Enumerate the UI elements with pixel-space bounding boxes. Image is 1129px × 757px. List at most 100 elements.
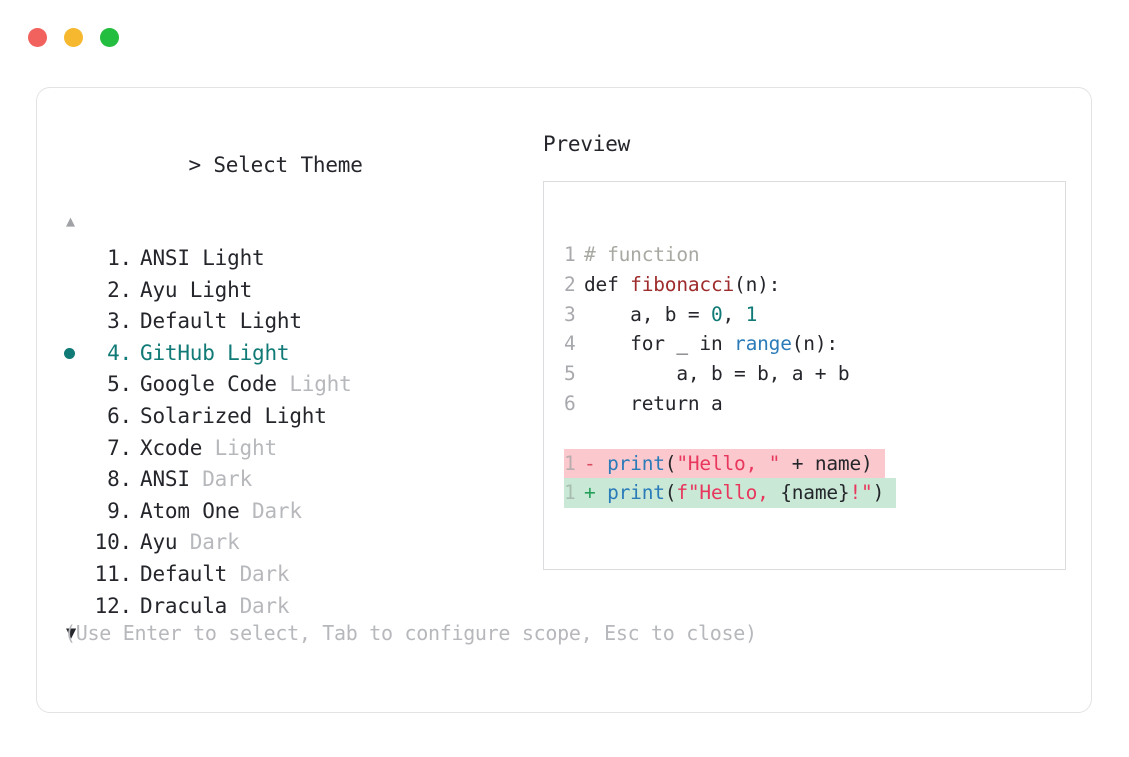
theme-list-item[interactable]: 4.GitHub Light	[64, 338, 534, 370]
line-number: 1	[564, 243, 576, 266]
theme-list-item[interactable]: 9.Atom One Dark	[64, 496, 534, 528]
theme-item-name: ANSI	[140, 246, 190, 270]
code-line: 5 a, b = b, a + b	[564, 359, 1065, 389]
theme-list-item[interactable]: 7. Xcode Light	[64, 433, 534, 465]
theme-item-variant: Dark	[239, 593, 290, 618]
theme-list-item[interactable]: 12.Dracula Dark	[64, 591, 534, 623]
minimize-window-icon[interactable]	[64, 28, 83, 47]
theme-item-name: GitHub	[140, 340, 215, 365]
theme-item-space	[177, 275, 189, 307]
code-token: # function	[584, 243, 700, 266]
theme-item-variant: Light	[214, 435, 277, 460]
code-token: for _ in	[584, 332, 735, 356]
code-line: 1 # function	[564, 240, 1065, 270]
code-token: print	[607, 481, 665, 505]
maximize-window-icon[interactable]	[100, 28, 119, 47]
code-line-text: return a	[584, 389, 723, 419]
code-token: )	[872, 481, 885, 505]
theme-item-space	[252, 401, 264, 433]
window-traffic-lights	[28, 28, 119, 47]
line-number: 5	[564, 362, 576, 386]
code-line-text: a, b = b, a + b	[584, 359, 849, 389]
diff-lines: 1 - print("Hello, " + name) 1 + print(f"Hel…	[564, 448, 1065, 509]
theme-item-index: 5.	[107, 372, 132, 397]
code-token: (n):	[791, 332, 838, 356]
code-token: {name}	[780, 481, 850, 505]
code-line-text: a, b = 0, 1	[584, 300, 757, 330]
selected-bullet-icon	[64, 348, 75, 360]
diff-line-removed: 1 - print("Hello, " + name)	[564, 448, 885, 479]
line-number: 3	[564, 302, 576, 326]
code-token: +	[584, 481, 608, 505]
diff-line-number: 1	[564, 451, 576, 475]
theme-item-variant: Light	[289, 372, 352, 397]
close-window-icon[interactable]	[28, 28, 47, 47]
line-number: 2	[564, 272, 576, 296]
code-token: (	[664, 481, 677, 505]
theme-item-name: Default	[140, 309, 228, 334]
theme-item-index: 7.	[107, 435, 132, 460]
code-line: 3 a, b = 0, 1	[564, 300, 1065, 330]
theme-item-variant: Light	[264, 403, 327, 428]
selection-bullet-slot	[64, 369, 90, 401]
theme-list-item[interactable]: 3.Default Light	[64, 306, 534, 338]
diff-line-added: 1+ print(f"Hello, {name}!")	[564, 478, 897, 509]
theme-list-item[interactable]: 2.Ayu Light	[64, 275, 534, 307]
diff-line-text: - print("Hello, " + name)	[584, 449, 885, 479]
preview-label: Preview	[543, 132, 631, 156]
selection-bullet-slot	[64, 591, 90, 623]
code-line: 6 return a	[564, 389, 1065, 419]
theme-list-item[interactable]: 11.Default Dark	[64, 559, 534, 591]
selection-bullet-slot	[64, 433, 90, 465]
code-line-text: for _ in range(n):	[584, 329, 838, 359]
scroll-up-icon[interactable]: ▲	[66, 212, 76, 230]
theme-list-item[interactable]: 5.Google Code Light	[64, 369, 534, 401]
theme-item-space	[227, 591, 239, 623]
code-line-text: # function	[584, 240, 700, 270]
prompt-header: > Select Theme	[64, 134, 534, 197]
theme-item-variant: Light	[189, 277, 253, 302]
code-token: "Hello, "	[676, 451, 781, 475]
theme-item-index: 4.	[107, 340, 132, 365]
theme-list-item[interactable]: 8.ANSI Dark	[64, 464, 534, 496]
theme-item-name: Xcode	[140, 435, 203, 460]
line-number: 6	[564, 391, 576, 415]
theme-item-name: Ayu	[140, 530, 178, 555]
code-token: range	[734, 332, 792, 356]
prompt-marker: >	[188, 153, 201, 177]
theme-item-variant: Light	[202, 246, 265, 270]
theme-list-item[interactable]: 6.Solarized Light	[64, 401, 534, 433]
page-title: Select Theme	[213, 153, 363, 177]
theme-list-item[interactable]: 1.ANSI Light	[64, 243, 534, 275]
selection-bullet-slot	[64, 527, 90, 559]
selection-bullet-slot	[64, 338, 90, 370]
theme-list-item[interactable]: 10.Ayu Dark	[64, 527, 534, 559]
code-token: f"Hello,	[676, 481, 781, 505]
theme-item-space	[227, 559, 239, 591]
code-token: -	[584, 451, 608, 475]
theme-item-variant: Dark	[239, 561, 290, 586]
line-number: 4	[564, 332, 576, 356]
theme-item-space	[227, 306, 239, 338]
theme-item-space	[202, 433, 214, 465]
theme-item-space	[277, 369, 289, 401]
theme-item-name: Atom One	[140, 498, 240, 523]
diff-line-number: 1	[564, 481, 576, 505]
theme-item-space	[190, 464, 202, 496]
scroll-down-icon[interactable]: ▼	[66, 623, 77, 644]
theme-item-space	[215, 338, 227, 370]
code-token: 0	[710, 302, 723, 326]
theme-item-variant: Light	[239, 309, 302, 334]
selection-bullet-slot	[64, 243, 90, 275]
theme-item-index: 10.	[94, 530, 133, 555]
selection-bullet-slot	[64, 464, 90, 496]
keyboard-hint: (Use Enter to select, Tab to configure s…	[64, 621, 757, 645]
code-token: a, b = b, a + b	[584, 362, 850, 386]
theme-item-variant: Dark	[202, 467, 253, 492]
